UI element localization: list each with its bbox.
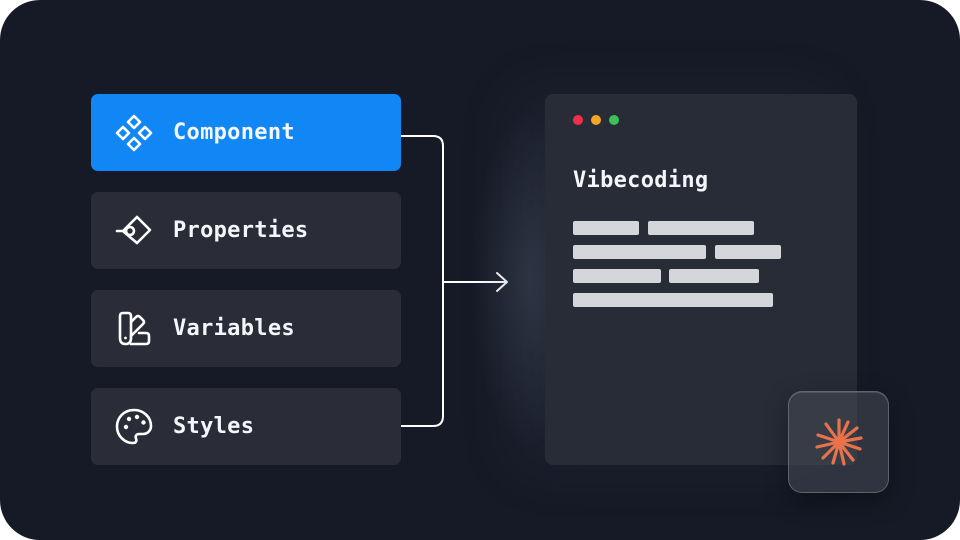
text-placeholder-bar [573,245,706,259]
menu-item-label: Variables [173,316,295,341]
component-icon [113,112,155,154]
menu-item-label: Properties [173,218,309,243]
text-placeholder-bar [573,221,639,235]
variables-icon [113,308,155,350]
text-placeholder-bar [669,269,759,283]
menu-item-properties[interactable]: Properties [91,192,401,269]
minimize-dot[interactable] [591,115,601,125]
text-placeholder-bar [715,245,781,259]
arrow-right-icon [496,272,508,292]
window-controls [573,115,619,125]
maximize-dot[interactable] [609,115,619,125]
ai-badge[interactable] [788,391,889,493]
text-placeholder-bar [648,221,754,235]
properties-icon [113,210,155,252]
close-dot[interactable] [573,115,583,125]
palette-icon [113,406,155,448]
window-title: Vibecoding [573,168,709,193]
menu-item-label: Component [173,120,295,145]
menu-item-component[interactable]: Component [91,94,401,171]
connector-bracket [401,135,444,427]
text-placeholder-bar [573,293,773,307]
text-placeholder-bar [573,269,661,283]
menu-item-styles[interactable]: Styles [91,388,401,465]
menu-item-variables[interactable]: Variables [91,290,401,367]
asterisk-burst-icon [814,418,863,466]
menu-item-label: Styles [173,414,255,439]
